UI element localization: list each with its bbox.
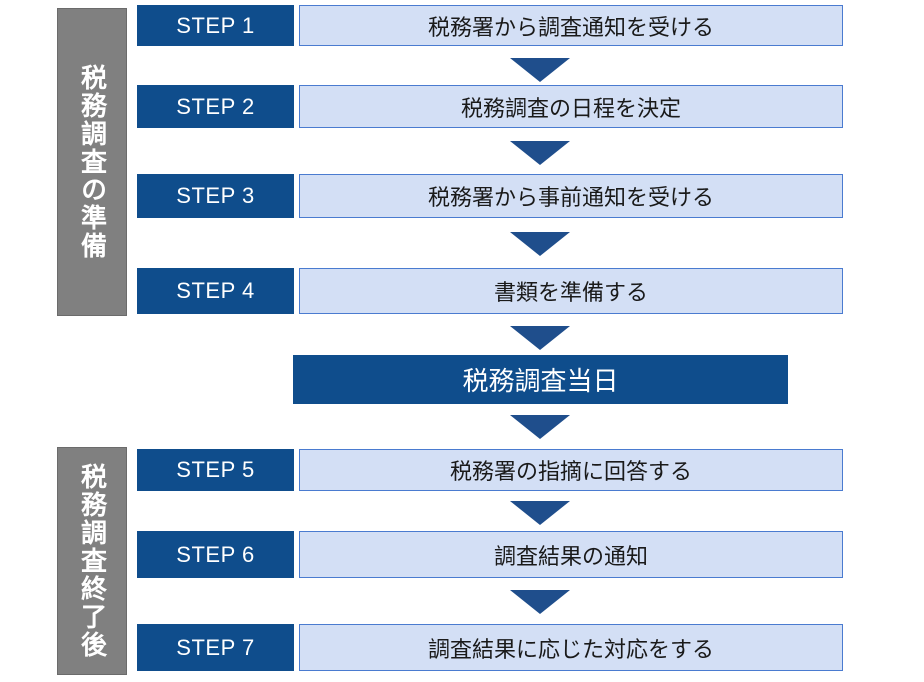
phase-label-preparation: 税務調査の準備 xyxy=(57,8,127,316)
audit-day-box: 税務調査当日 xyxy=(293,355,788,404)
step-label-1: STEP 1 xyxy=(137,5,294,46)
phase-label-after-text: 税務調査終了後 xyxy=(76,463,107,659)
step-row-6: STEP 6 調査結果の通知 xyxy=(137,531,843,578)
step-description-6: 調査結果の通知 xyxy=(299,531,843,578)
step-row-1: STEP 1 税務署から調査通知を受ける xyxy=(137,5,843,46)
step-description-2: 税務調査の日程を決定 xyxy=(299,85,843,128)
step-description-4: 書類を準備する xyxy=(299,268,843,314)
step-row-5: STEP 5 税務署の指摘に回答する xyxy=(137,449,843,491)
down-arrow-icon xyxy=(510,141,570,165)
phase-label-after: 税務調査終了後 xyxy=(57,447,127,675)
phase-label-preparation-text: 税務調査の準備 xyxy=(76,64,107,260)
step-label-6: STEP 6 xyxy=(137,531,294,578)
down-arrow-icon xyxy=(510,58,570,82)
step-description-5: 税務署の指摘に回答する xyxy=(299,449,843,491)
step-description-1: 税務署から調査通知を受ける xyxy=(299,5,843,46)
step-description-7: 調査結果に応じた対応をする xyxy=(299,624,843,671)
down-arrow-icon xyxy=(510,232,570,256)
step-label-3: STEP 3 xyxy=(137,174,294,218)
step-row-4: STEP 4 書類を準備する xyxy=(137,268,843,314)
step-label-2: STEP 2 xyxy=(137,85,294,128)
step-row-2: STEP 2 税務調査の日程を決定 xyxy=(137,85,843,128)
down-arrow-icon xyxy=(510,590,570,614)
down-arrow-icon xyxy=(510,415,570,439)
step-label-7: STEP 7 xyxy=(137,624,294,671)
step-row-3: STEP 3 税務署から事前通知を受ける xyxy=(137,174,843,218)
step-label-4: STEP 4 xyxy=(137,268,294,314)
step-row-7: STEP 7 調査結果に応じた対応をする xyxy=(137,624,843,671)
down-arrow-icon xyxy=(510,326,570,350)
down-arrow-icon xyxy=(510,501,570,525)
step-description-3: 税務署から事前通知を受ける xyxy=(299,174,843,218)
step-label-5: STEP 5 xyxy=(137,449,294,491)
